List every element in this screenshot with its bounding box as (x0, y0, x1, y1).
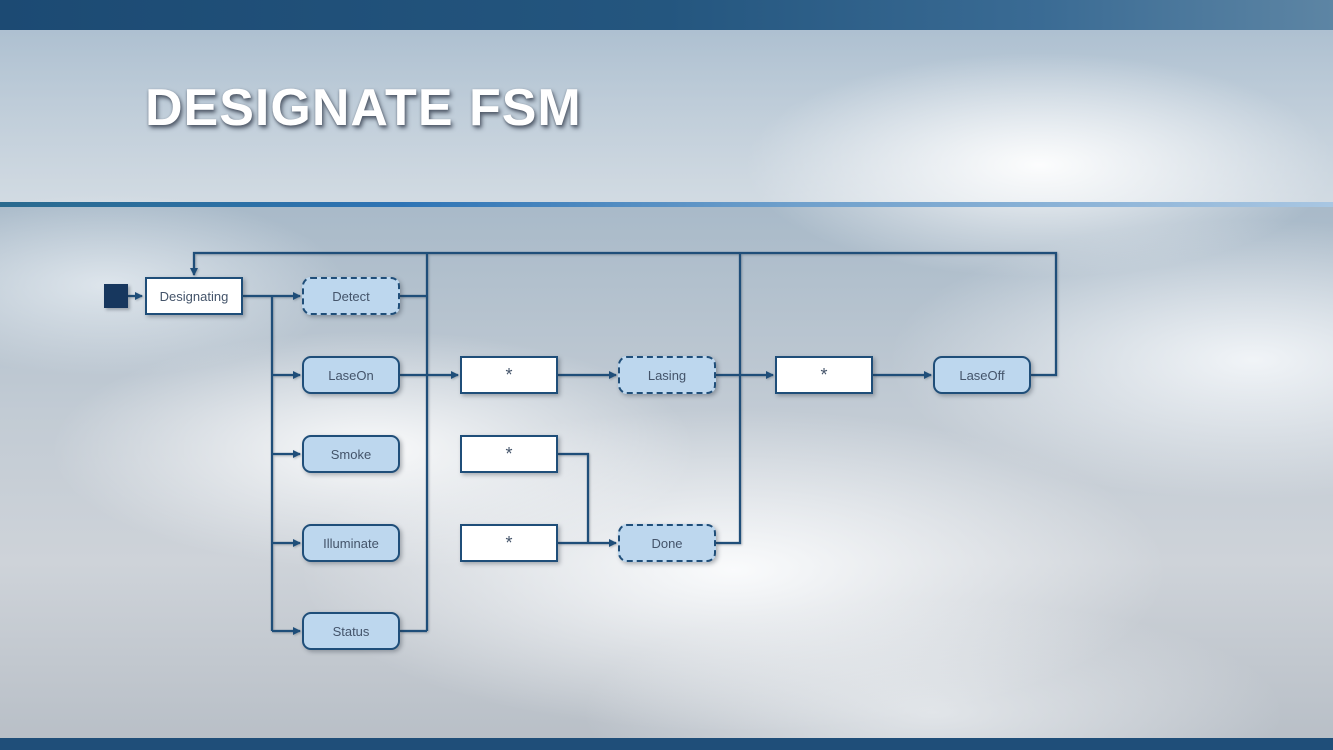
initial-state-marker (104, 284, 128, 308)
title-band: DESIGNATE FSM (0, 30, 1333, 202)
state-node-lasing: Lasing (618, 356, 716, 394)
state-node-laseon: LaseOn (302, 356, 400, 394)
state-node-star-smoke: * (460, 435, 558, 473)
state-node-status: Status (302, 612, 400, 650)
state-node-star-lasing: * (775, 356, 873, 394)
connector-lines (128, 251, 1058, 635)
state-node-star-laseon: * (460, 356, 558, 394)
bottom-accent-bar (0, 738, 1333, 750)
state-node-smoke: Smoke (302, 435, 400, 473)
state-node-illuminate: Illuminate (302, 524, 400, 562)
slide-title: DESIGNATE FSM (145, 79, 582, 137)
state-node-star-illuminate: * (460, 524, 558, 562)
state-node-done: Done (618, 524, 716, 562)
state-node-laseoff: LaseOff (933, 356, 1031, 394)
title-divider-line (0, 202, 1333, 207)
state-node-detect: Detect (302, 277, 400, 315)
top-accent-bar (0, 0, 1333, 30)
state-node-designating: Designating (145, 277, 243, 315)
